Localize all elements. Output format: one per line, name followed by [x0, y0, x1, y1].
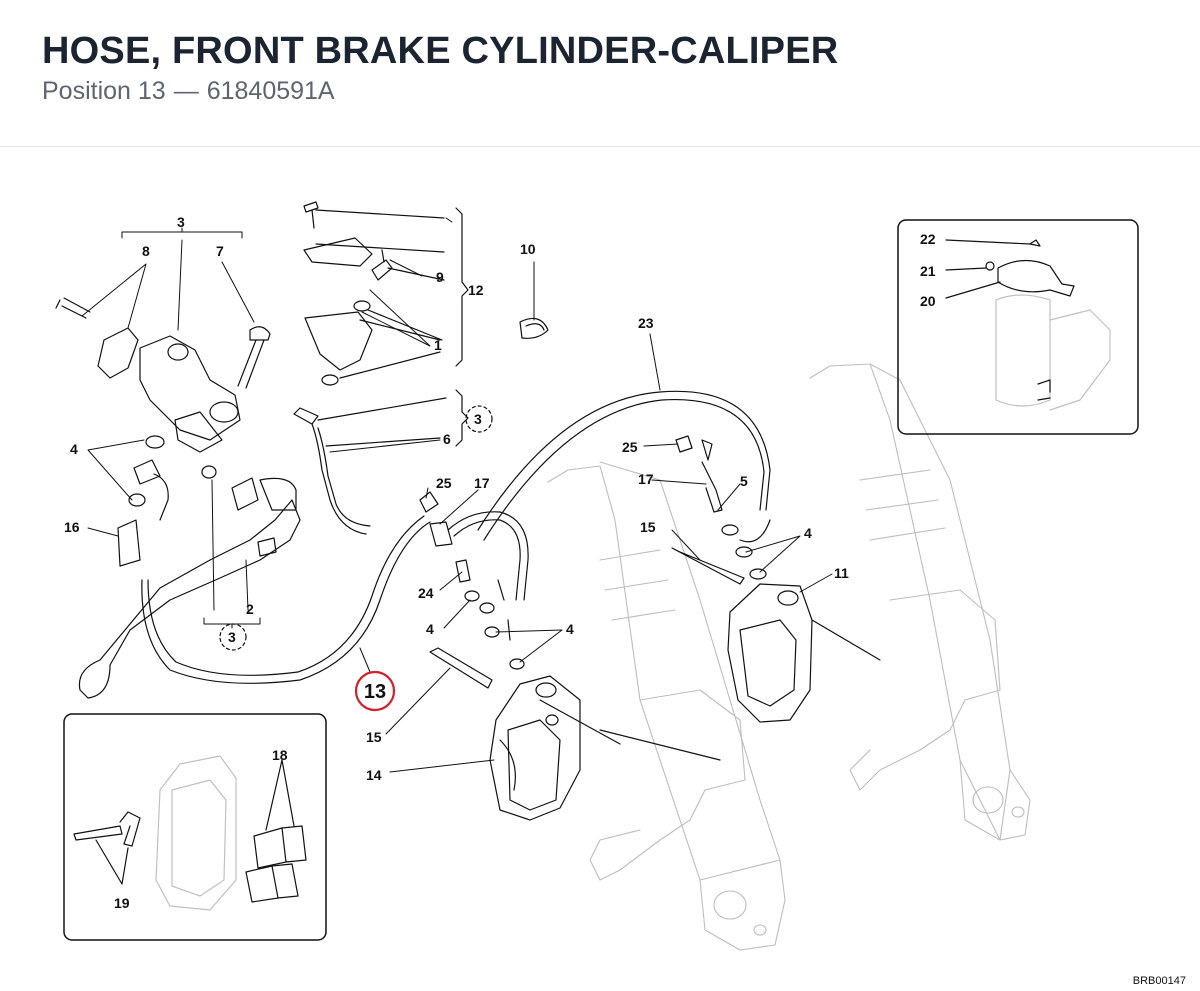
- label-25-right: 25: [622, 439, 638, 455]
- label-5: 5: [740, 473, 748, 489]
- inset-brake-pads: [63, 713, 327, 941]
- label-14: 14: [366, 767, 382, 783]
- master-cylinder: [55, 297, 301, 699]
- highlight-label: 13: [364, 681, 386, 703]
- label-9: 9: [436, 269, 444, 285]
- label-21: 21: [920, 263, 936, 279]
- label-22: 22: [920, 231, 936, 247]
- left-caliper-hoses: [419, 491, 529, 670]
- position-label: Position 13: [42, 77, 166, 105]
- label-25-left: 25: [436, 475, 452, 491]
- label-3-top: 3: [177, 214, 185, 230]
- diagram-code: BRB00147: [1133, 975, 1186, 987]
- label-4-right: 4: [804, 525, 812, 541]
- label-7: 7: [216, 243, 224, 259]
- label-19: 19: [114, 895, 130, 911]
- hose-long-23: [477, 390, 771, 541]
- label-4-caliper-left: 4: [426, 621, 434, 637]
- label-23: 23: [638, 315, 654, 331]
- left-brake-caliper: [429, 647, 721, 821]
- label-12: 12: [468, 282, 484, 298]
- callout-labels: 3 8 7 4 16 2 3 9 12 1 3 6 10 23 25 17 5 …: [64, 214, 936, 911]
- label-1: 1: [434, 337, 442, 353]
- reference-circle-3b: [219, 623, 247, 651]
- highlight-marker: 13: [354, 670, 396, 712]
- hose-cylinder-to-caliper: [141, 515, 431, 684]
- page-subtitle: Position 13—61840591A: [42, 77, 335, 106]
- subtitle-separator: —: [173, 77, 199, 105]
- page-header: HOSE, FRONT BRAKE CYLINDER-CALIPER Posit…: [0, 0, 1200, 147]
- pressure-switch-hose: [293, 389, 469, 535]
- label-3-switch: 3: [474, 411, 482, 427]
- page-title: HOSE, FRONT BRAKE CYLINDER-CALIPER: [42, 30, 839, 72]
- label-4-caliper-right: 4: [566, 621, 574, 637]
- label-8: 8: [142, 243, 150, 259]
- part-number: 61840591A: [206, 77, 335, 105]
- right-brake-caliper: [671, 435, 881, 723]
- brake-fluid-reservoir: [303, 201, 469, 386]
- highlight-circle: [354, 670, 396, 712]
- label-2: 2: [246, 601, 254, 617]
- label-3-lever: 3: [228, 629, 236, 645]
- label-4-left: 4: [70, 441, 78, 457]
- fork-tubes-background: [547, 363, 1031, 951]
- label-16: 16: [64, 519, 80, 535]
- label-11: 11: [834, 565, 849, 581]
- label-20: 20: [920, 293, 936, 309]
- label-6: 6: [443, 431, 451, 447]
- label-10: 10: [520, 241, 536, 257]
- leader-lines: [81, 217, 833, 773]
- label-17-right: 17: [638, 471, 654, 487]
- inset-fork-clamp: [897, 219, 1139, 435]
- label-17-left: 17: [474, 475, 490, 491]
- label-24: 24: [418, 585, 434, 601]
- label-18: 18: [272, 747, 288, 763]
- label-15-left: 15: [366, 729, 382, 745]
- reference-circle-3a: [465, 405, 493, 433]
- hose-clip: [519, 317, 549, 339]
- label-15-right: 15: [640, 519, 656, 535]
